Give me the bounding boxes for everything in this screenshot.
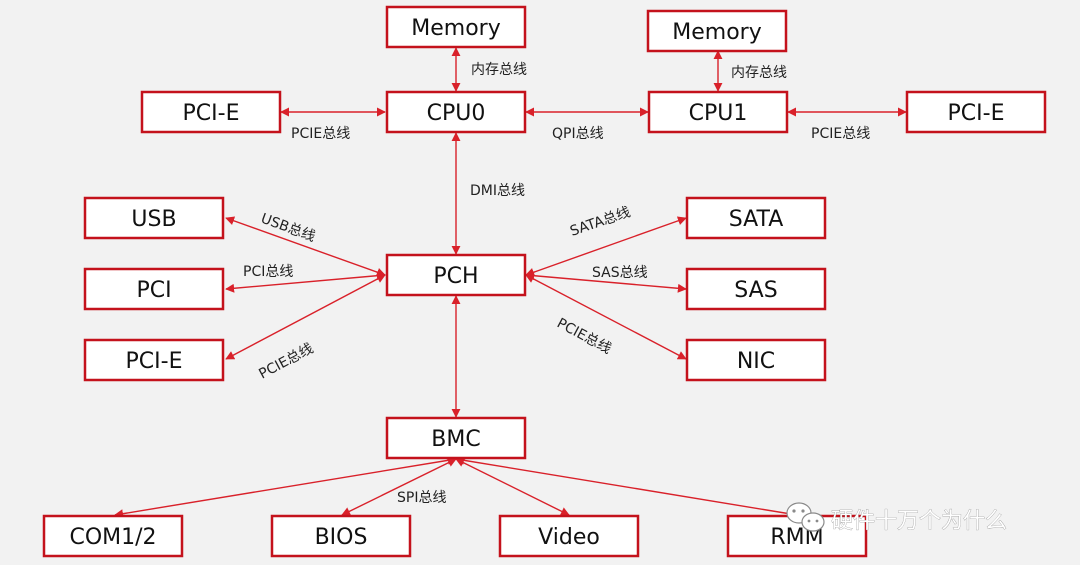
node-label: PCI-E bbox=[183, 101, 240, 126]
edge-nic bbox=[525, 274, 687, 360]
node-com: COM1/2 bbox=[42, 514, 184, 558]
node-label: USB bbox=[131, 207, 176, 232]
node-bios: BIOS bbox=[270, 514, 412, 558]
node-label: PCI-E bbox=[948, 101, 1005, 126]
edge-label-mem1-cpu1: 内存总线 bbox=[731, 65, 787, 81]
edge-label-sas: SAS总线 bbox=[592, 265, 648, 281]
edge-bmc-rmm bbox=[455, 455, 798, 519]
node-label: Memory bbox=[411, 16, 500, 41]
edge-bmc-bios bbox=[341, 458, 457, 516]
wechat-icon bbox=[786, 502, 825, 532]
node-label: NIC bbox=[737, 349, 775, 374]
node-label: PCI-E bbox=[126, 349, 183, 374]
node-label: COM1/2 bbox=[69, 525, 156, 550]
node-label: SATA bbox=[729, 207, 784, 232]
watermark: 硬件十万个为什么 bbox=[786, 502, 1007, 534]
nodes: Memory Memory PCI-E CPU0 CPU1 PCI-E bbox=[42, 5, 1047, 558]
edge-bmc-com bbox=[114, 455, 457, 519]
node-pci: PCI bbox=[83, 267, 225, 311]
edge-usb bbox=[225, 216, 386, 277]
edge-label-mem0-cpu0: 内存总线 bbox=[471, 62, 527, 78]
edge-pcie-pch bbox=[225, 274, 386, 360]
node-label: CPU1 bbox=[689, 101, 748, 126]
edge-label-qpi: QPI总线 bbox=[552, 126, 604, 142]
node-memory-cpu1: Memory bbox=[646, 9, 788, 53]
edge-label-pcie-cpu1: PCIE总线 bbox=[811, 126, 870, 142]
edge-label-sata: SATA总线 bbox=[568, 204, 632, 240]
node-pcie-left: PCI-E bbox=[140, 90, 282, 134]
edge-label-spi: SPI总线 bbox=[397, 490, 446, 506]
edge-label-pcie-pch: PCIE总线 bbox=[256, 341, 316, 383]
node-label: BIOS bbox=[315, 525, 368, 550]
node-label: PCH bbox=[433, 264, 478, 289]
node-usb: USB bbox=[83, 196, 225, 240]
node-sata: SATA bbox=[685, 196, 827, 240]
node-cpu1: CPU1 bbox=[647, 90, 789, 134]
node-memory-cpu0: Memory bbox=[385, 5, 527, 49]
node-pcie-pch: PCI-E bbox=[83, 338, 225, 382]
node-pch: PCH bbox=[385, 253, 527, 297]
watermark-text: 硬件十万个为什么 bbox=[831, 509, 1007, 534]
node-label: CPU0 bbox=[427, 101, 486, 126]
node-label: Memory bbox=[672, 20, 761, 45]
node-nic: NIC bbox=[685, 338, 827, 382]
edge-sata bbox=[525, 216, 687, 277]
node-cpu0: CPU0 bbox=[385, 90, 527, 134]
node-video: Video bbox=[498, 514, 640, 558]
edges bbox=[114, 47, 907, 519]
node-label: PCI bbox=[136, 278, 171, 303]
edge-label-pcie-cpu0: PCIE总线 bbox=[291, 126, 350, 142]
node-bmc: BMC bbox=[385, 416, 527, 460]
node-label: SAS bbox=[734, 278, 777, 303]
node-pcie-right: PCI-E bbox=[905, 90, 1047, 134]
edge-bmc-video bbox=[455, 458, 570, 516]
edge-label-nic: PCIE总线 bbox=[554, 315, 614, 357]
node-label: BMC bbox=[431, 427, 480, 452]
edge-label-dmi: DMI总线 bbox=[470, 183, 525, 199]
node-label: Video bbox=[538, 525, 600, 550]
node-sas: SAS bbox=[685, 267, 827, 311]
edge-label-pci: PCI总线 bbox=[243, 264, 293, 280]
